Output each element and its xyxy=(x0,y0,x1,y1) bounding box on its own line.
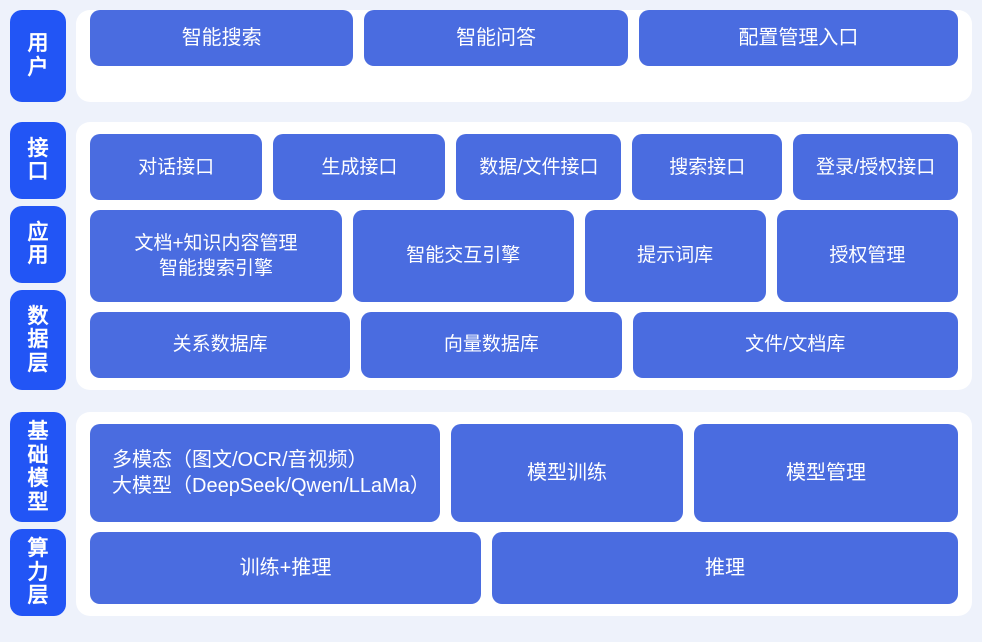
tab-column-foundation-layer: 基础模型 算力层 xyxy=(10,412,66,617)
box-search-interface[interactable]: 搜索接口 xyxy=(632,134,783,201)
box-data-file-interface[interactable]: 数据/文件接口 xyxy=(456,134,622,201)
row-compute: 训练+推理 推理 xyxy=(90,532,958,605)
layer-tab-interface-label: 接口 xyxy=(27,136,49,184)
tab-column-platform-layer: 接口 应用 数据层 xyxy=(10,122,66,390)
box-training-plus-inference[interactable]: 训练+推理 xyxy=(90,532,481,605)
box-model-training[interactable]: 模型训练 xyxy=(451,424,683,523)
section-foundation-layer: 基础模型 算力层 多模态（图文/OCR/音视频） 大模型（DeepSeek/Qw… xyxy=(0,402,982,626)
box-generation-interface[interactable]: 生成接口 xyxy=(273,134,446,201)
layer-tab-foundation-model[interactable]: 基础模型 xyxy=(10,412,66,523)
box-authorization-management[interactable]: 授权管理 xyxy=(776,210,958,302)
box-relational-database[interactable]: 关系数据库 xyxy=(90,311,351,379)
row-user-services: 智能搜索 智能问答 配置管理入口 xyxy=(90,10,958,102)
card-platform-layer: 对话接口 生成接口 数据/文件接口 搜索接口 登录/授权接口 文档+知识内容管理… xyxy=(76,122,972,390)
row-interfaces: 对话接口 生成接口 数据/文件接口 搜索接口 登录/授权接口 xyxy=(90,134,958,201)
layer-tab-user-label: 用户 xyxy=(27,32,49,79)
box-smart-search[interactable]: 智能搜索 xyxy=(90,10,354,66)
layer-tab-compute-label: 算力层 xyxy=(27,537,49,608)
box-file-document-store[interactable]: 文件/文档库 xyxy=(632,311,958,379)
box-smart-interaction-engine[interactable]: 智能交互引擎 xyxy=(353,210,574,302)
box-model-management[interactable]: 模型管理 xyxy=(694,424,958,523)
layer-tab-interface[interactable]: 接口 xyxy=(10,122,66,199)
box-login-auth-interface[interactable]: 登录/授权接口 xyxy=(793,134,958,201)
box-vector-database[interactable]: 向量数据库 xyxy=(361,311,622,379)
layer-tab-application[interactable]: 应用 xyxy=(10,205,66,283)
box-multimodal-large-model[interactable]: 多模态（图文/OCR/音视频） 大模型（DeepSeek/Qwen/LLaMa） xyxy=(90,424,440,523)
layer-tab-data[interactable]: 数据层 xyxy=(10,289,66,390)
box-doc-knowledge-content-management[interactable]: 文档+知识内容管理 智能搜索引擎 xyxy=(90,210,343,302)
card-foundation-layer: 多模态（图文/OCR/音视频） 大模型（DeepSeek/Qwen/LLaMa）… xyxy=(76,412,972,616)
layer-tab-foundation-model-label: 基础模型 xyxy=(27,420,49,514)
layer-tab-user[interactable]: 用户 xyxy=(10,10,66,102)
box-config-management-entry[interactable]: 配置管理入口 xyxy=(638,10,958,66)
section-user-layer: 用户 智能搜索 智能问答 配置管理入口 xyxy=(0,0,982,102)
box-inference[interactable]: 推理 xyxy=(492,532,958,605)
box-prompt-library[interactable]: 提示词库 xyxy=(584,210,766,302)
row-data-stores: 关系数据库 向量数据库 文件/文档库 xyxy=(90,311,958,379)
layer-tab-data-label: 数据层 xyxy=(27,304,49,375)
layer-tab-application-label: 应用 xyxy=(27,220,49,268)
box-dialog-interface[interactable]: 对话接口 xyxy=(90,134,263,201)
row-applications: 文档+知识内容管理 智能搜索引擎 智能交互引擎 提示词库 授权管理 xyxy=(90,210,958,302)
tab-column-user-layer: 用户 xyxy=(10,10,66,102)
section-platform-layer: 接口 应用 数据层 对话接口 生成接口 数据/文件接口 搜索接口 登录/授权接口… xyxy=(0,112,982,390)
row-models: 多模态（图文/OCR/音视频） 大模型（DeepSeek/Qwen/LLaMa）… xyxy=(90,424,958,523)
card-user-layer: 智能搜索 智能问答 配置管理入口 xyxy=(76,10,972,102)
layer-tab-compute[interactable]: 算力层 xyxy=(10,529,66,617)
box-smart-qa[interactable]: 智能问答 xyxy=(364,10,628,66)
